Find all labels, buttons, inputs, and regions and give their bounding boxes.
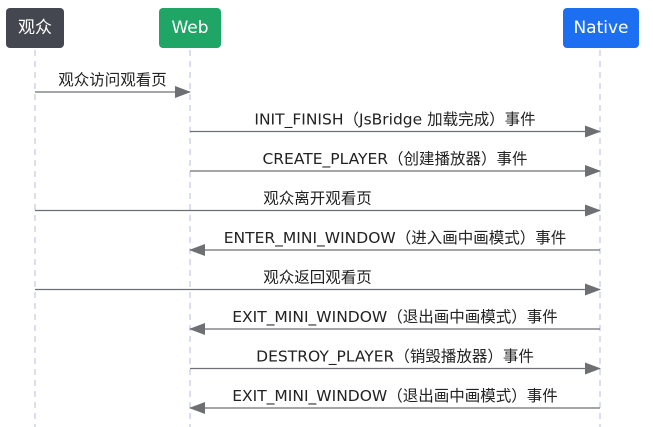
- message-label: EXIT_MINI_WINDOW（退出画中画模式）事件: [232, 387, 558, 406]
- message-3: CREATE_PLAYER（创建播放器）事件: [190, 150, 601, 177]
- message-5: ENTER_MINI_WINDOW（进入画中画模式）事件: [189, 229, 600, 256]
- message-label: CREATE_PLAYER（创建播放器）事件: [262, 150, 527, 169]
- message-1: 观众访问观看页: [35, 71, 191, 98]
- message-4: 观众离开观看页: [35, 190, 601, 217]
- participant-native: Native: [563, 8, 639, 48]
- message-label: ENTER_MINI_WINDOW（进入画中画模式）事件: [224, 229, 566, 248]
- message-7: EXIT_MINI_WINDOW（退出画中画模式）事件: [189, 308, 600, 335]
- message-label: DESTROY_PLAYER（销毁播放器）事件: [256, 348, 534, 367]
- message-label: EXIT_MINI_WINDOW（退出画中画模式）事件: [232, 308, 558, 327]
- message-2: INIT_FINISH（JsBridge 加载完成）事件: [190, 111, 601, 138]
- message-8: DESTROY_PLAYER（销毁播放器）事件: [190, 348, 601, 375]
- message-label: 观众访问观看页: [58, 71, 167, 89]
- message-label: INIT_FINISH（JsBridge 加载完成）事件: [254, 111, 535, 130]
- message-6: 观众返回观看页: [35, 269, 601, 296]
- message-9: EXIT_MINI_WINDOW（退出画中画模式）事件: [189, 387, 600, 414]
- participant-audience: 观众: [6, 8, 64, 48]
- message-label: 观众返回观看页: [263, 269, 372, 287]
- message-label: 观众离开观看页: [263, 190, 372, 208]
- participant-web: Web: [159, 8, 221, 48]
